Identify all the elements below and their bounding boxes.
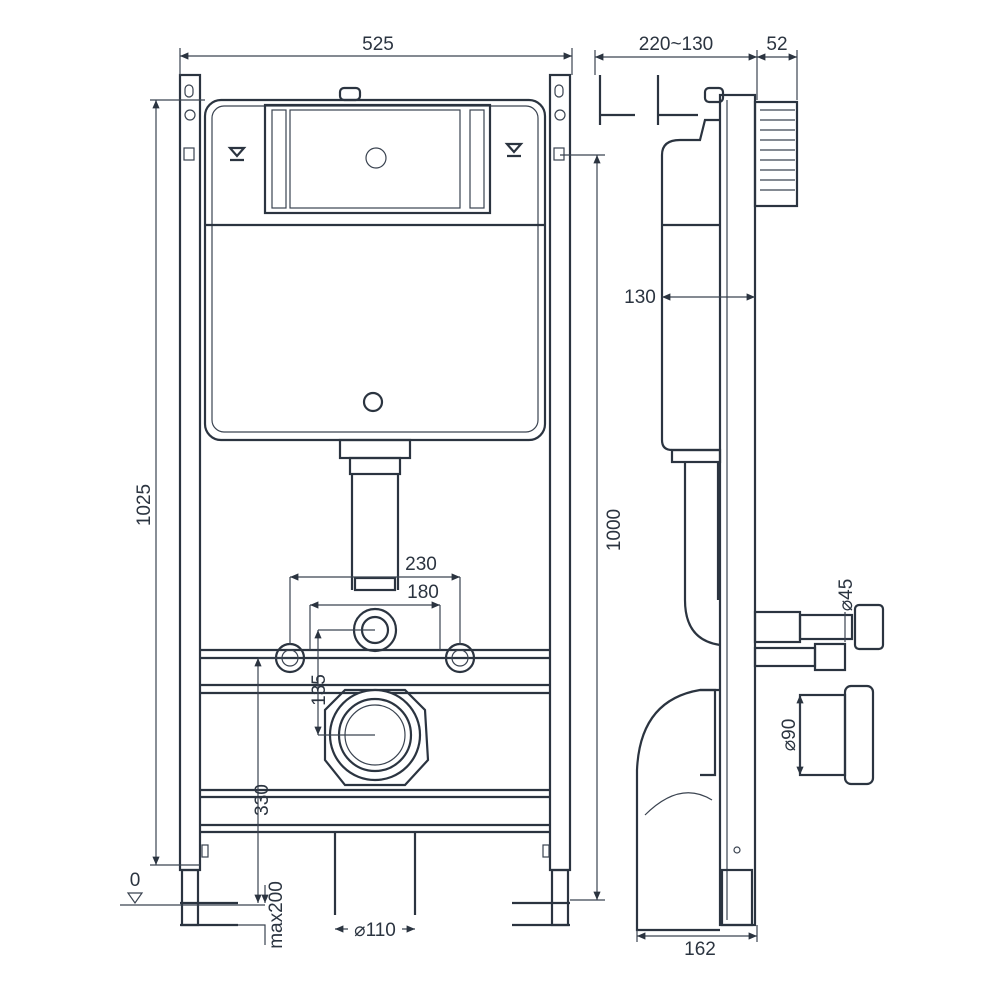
right-post [548,73,572,872]
dim-wall-plate: 52 [766,34,787,55]
outlet-connector [843,684,875,786]
flush-plate-opening [263,103,492,215]
cistern [203,98,547,442]
side-post [718,93,757,927]
dim-inlet-outlet: 135 [309,674,330,706]
side-cistern [660,223,720,452]
dim-tank-depth: 130 [624,287,656,308]
dim-outlet-height: 330 [252,784,273,816]
left-post [178,73,202,872]
dim-inlet-outer: 230 [405,554,437,575]
dim-frame-height: 1025 [134,484,155,526]
front-view [178,73,572,927]
front-dimensions: 525 1025 1000 230 180 135 330 0 max200 ⌀… [120,34,625,949]
dim-depth-range: 220~130 [639,34,714,55]
dim-outlet-diameter: ⌀90 [779,719,800,752]
floor-level-label: 0 [130,870,141,891]
dim-base-depth: 162 [684,939,716,960]
side-dimensions: 220~130 52 130 ⌀45 ⌀90 162 [594,34,857,960]
pan-connector-elbow [635,688,720,932]
dim-inlet-inner: 180 [407,582,439,603]
dim-width: 525 [362,34,394,55]
dim-leg-adjust: max200 [266,881,287,949]
side-view [598,75,885,932]
dim-fixing-height: 1000 [604,509,625,551]
dim-inlet-diameter: ⌀45 [836,579,857,612]
inlet-connector [853,603,885,651]
dim-drain-diameter: ⌀110 [354,920,396,941]
